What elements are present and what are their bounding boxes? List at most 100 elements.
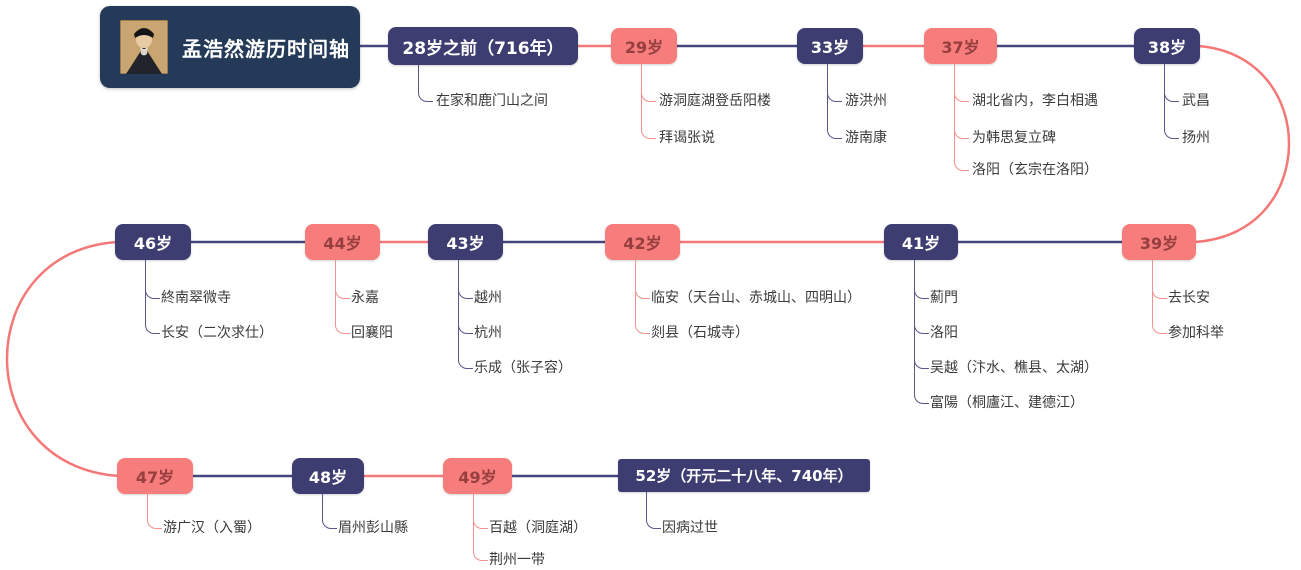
child-connector — [458, 356, 473, 369]
timeline-entry[interactable]: 临安（天台山、赤城山、四明山） — [651, 290, 861, 306]
child-connector — [827, 126, 842, 139]
child-connector — [827, 89, 842, 102]
page-title: 孟浩然游历时间轴 — [182, 36, 350, 61]
timeline-entry[interactable]: 終南翠微寺 — [161, 290, 231, 306]
node-age-49[interactable]: 49岁 — [443, 458, 512, 494]
child-connector — [954, 64, 955, 158]
node-age-46[interactable]: 46岁 — [115, 224, 191, 260]
timeline-entry[interactable]: 洛阳 — [930, 325, 958, 341]
child-connector — [1164, 126, 1179, 139]
timeline-entry[interactable]: 长安（二次求仕） — [161, 325, 273, 341]
node-label: 43岁 — [446, 234, 485, 253]
timeline-entry[interactable]: 永嘉 — [351, 290, 379, 306]
timeline-entry[interactable]: 因病过世 — [662, 520, 718, 536]
child-connector — [145, 321, 160, 334]
node-label: 49岁 — [458, 468, 497, 487]
node-age-44[interactable]: 44岁 — [305, 224, 380, 260]
timeline-entry[interactable]: 剡县（石城寺） — [651, 325, 749, 341]
timeline-entry[interactable]: 越州 — [474, 290, 502, 306]
timeline-entry[interactable]: 洛阳（玄宗在洛阳） — [972, 162, 1098, 178]
node-label: 39岁 — [1139, 234, 1179, 253]
node-label: 29岁 — [624, 38, 664, 57]
timeline-entry[interactable]: 乐成（张子容） — [474, 360, 572, 376]
timeline-entry[interactable]: 眉州彭山縣 — [338, 520, 408, 536]
child-connector — [646, 516, 661, 529]
child-connector — [147, 494, 148, 516]
node-label: 44岁 — [323, 234, 362, 253]
timeline-entry[interactable]: 武昌 — [1182, 93, 1210, 109]
child-connector — [954, 89, 969, 102]
timeline-entry[interactable]: 吴越（汴水、樵县、太湖） — [930, 360, 1098, 376]
child-connector — [335, 321, 350, 334]
timeline-entry[interactable]: 去长安 — [1168, 290, 1210, 306]
timeline-entry[interactable]: 游南康 — [845, 130, 887, 146]
child-connector — [147, 516, 162, 529]
child-connector — [954, 158, 969, 171]
node-label: 42岁 — [623, 234, 662, 253]
node-age-39[interactable]: 39岁 — [1122, 224, 1196, 260]
timeline-entry[interactable]: 薊門 — [930, 290, 958, 306]
child-connector — [1164, 89, 1179, 102]
node-label: 38岁 — [1147, 38, 1187, 57]
timeline-entry[interactable]: 湖北省内，李白相遇 — [972, 93, 1098, 109]
node-age-43[interactable]: 43岁 — [428, 224, 503, 260]
node-age-29[interactable]: 29岁 — [611, 28, 677, 64]
node-label: 33岁 — [810, 38, 850, 57]
child-connector — [322, 494, 323, 516]
child-connector — [635, 286, 650, 299]
timeline-entry[interactable]: 在家和鹿门山之间 — [436, 93, 548, 109]
child-connector — [418, 65, 419, 89]
meng-haoran-portrait-image — [120, 20, 168, 74]
node-age-52[interactable]: 52岁（开元二十八年、740年） — [618, 459, 870, 492]
node-label: 28岁之前（716年） — [402, 38, 564, 59]
child-connector — [473, 548, 488, 561]
timeline-entry[interactable]: 游广汉（入蜀） — [163, 520, 261, 536]
timeline-entry[interactable]: 杭州 — [474, 325, 502, 341]
child-connector — [458, 321, 473, 334]
timeline-entry[interactable]: 扬州 — [1182, 130, 1210, 146]
node-age-37[interactable]: 37岁 — [924, 28, 997, 64]
child-connector — [473, 516, 488, 529]
child-connector — [954, 126, 969, 139]
connector-curve-46-47 — [5, 240, 120, 478]
node-age-42[interactable]: 42岁 — [605, 224, 680, 260]
node-label: 37岁 — [941, 38, 980, 57]
child-connector — [322, 516, 337, 529]
node-label: 52岁（开元二十八年、740年） — [635, 467, 853, 485]
child-connector — [145, 286, 160, 299]
timeline-entry[interactable]: 为韩思复立碑 — [972, 130, 1056, 146]
child-connector — [641, 126, 656, 139]
node-age-33[interactable]: 33岁 — [797, 28, 863, 64]
timeline-entry[interactable]: 游洪州 — [845, 93, 887, 109]
child-connector — [418, 89, 433, 102]
node-age-48[interactable]: 48岁 — [292, 458, 364, 494]
timeline-entry[interactable]: 拜谒张说 — [659, 130, 715, 146]
child-connector — [635, 321, 650, 334]
timeline-entry[interactable]: 游洞庭湖登岳阳楼 — [659, 93, 771, 109]
timeline-entry[interactable]: 参加科举 — [1168, 325, 1224, 341]
timeline-entry[interactable]: 百越（洞庭湖） — [489, 520, 587, 536]
root-node[interactable]: 孟浩然游历时间轴 — [100, 6, 360, 88]
node-age-47[interactable]: 47岁 — [117, 458, 193, 494]
timeline-entry[interactable]: 荆州一带 — [489, 552, 545, 568]
child-connector — [646, 492, 647, 516]
child-connector — [335, 286, 350, 299]
child-connector — [458, 286, 473, 299]
node-label: 46岁 — [133, 234, 173, 253]
child-connector — [1152, 321, 1167, 334]
node-age-28[interactable]: 28岁之前（716年） — [388, 27, 578, 65]
node-age-38[interactable]: 38岁 — [1134, 28, 1200, 64]
child-connector — [1152, 286, 1167, 299]
timeline-entry[interactable]: 富陽（桐廬江、建德江） — [930, 395, 1084, 411]
node-age-41[interactable]: 41岁 — [884, 224, 958, 260]
node-label: 47岁 — [135, 468, 175, 487]
child-connector — [914, 356, 929, 369]
child-connector — [641, 89, 656, 102]
child-connector — [914, 321, 929, 334]
child-connector — [914, 286, 929, 299]
timeline-entry[interactable]: 回襄阳 — [351, 325, 393, 341]
child-connector — [458, 260, 459, 356]
node-label: 48岁 — [308, 468, 348, 487]
node-label: 41岁 — [901, 234, 941, 253]
